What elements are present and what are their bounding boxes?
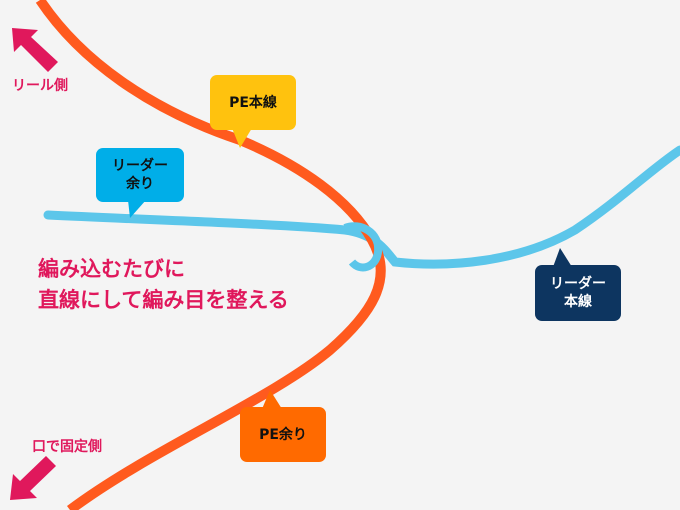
leader-tag-label-2: 余り <box>126 176 154 192</box>
leader-tag-callout: リーダー 余り <box>96 148 184 202</box>
leader-line-rope <box>43 145 680 269</box>
leader-main-label-2: 本線 <box>564 294 592 310</box>
leader-main-label-1: リーダー <box>550 276 606 292</box>
instruction-line-1: 編み込むたびに <box>38 257 185 281</box>
knot-wrap <box>343 222 383 272</box>
reel-side-label: リール側 <box>12 78 68 94</box>
pe-tag-label: PE余り <box>259 426 307 443</box>
arrow-up-left-icon <box>12 28 58 72</box>
pe-main-label: PE本線 <box>229 94 277 111</box>
instruction-line-2: 直線にして編み目を整える <box>38 288 289 312</box>
leader-main-tail <box>553 248 572 267</box>
pe-main-callout: PE本線 <box>210 75 296 130</box>
arrow-down-left-icon <box>10 456 56 500</box>
leader-main-callout: リーダー 本線 <box>535 265 621 321</box>
leader-tag-label-1: リーダー <box>112 158 168 174</box>
leader-tag-tail <box>128 200 146 218</box>
mouth-side-label: 口で固定側 <box>32 439 102 455</box>
pe-tag-tail <box>262 390 282 409</box>
pe-tag-callout: PE余り <box>240 407 326 462</box>
pe-main-tail <box>232 128 252 148</box>
